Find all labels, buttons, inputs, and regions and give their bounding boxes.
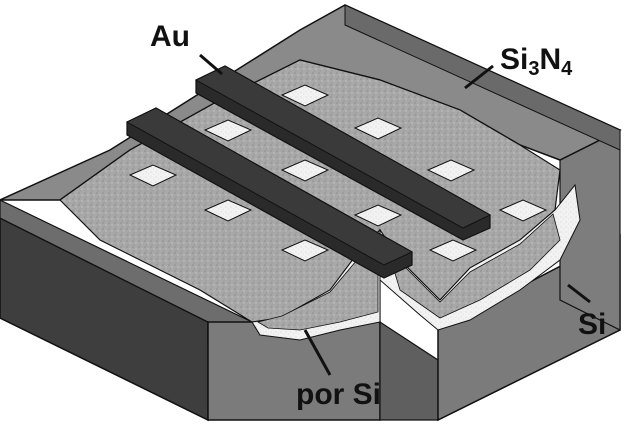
porous-si-section-right-inner	[384, 213, 561, 319]
si3n4-label-sub4: 4	[561, 58, 573, 80]
por-si-label-text: por Si	[296, 378, 382, 411]
window-7	[426, 159, 476, 182]
si3n4-label: Si3N4	[500, 43, 573, 80]
window-10	[498, 199, 548, 222]
si3n4-label-n: N	[539, 43, 562, 76]
si3n4-label-si: Si	[500, 43, 529, 76]
window-3	[128, 164, 178, 187]
window-11	[428, 239, 478, 262]
au-label-text: Au	[150, 20, 190, 53]
au-label: Au	[150, 22, 190, 52]
si3n4-edge-right	[344, 4, 621, 151]
window-4	[353, 117, 403, 140]
si-label-text: Si	[578, 308, 607, 341]
si-leader-line	[567, 283, 591, 304]
window-8	[353, 204, 403, 227]
window-5	[280, 159, 330, 182]
window-6	[203, 199, 253, 222]
si3n4-windows	[128, 84, 548, 262]
por-si-leader-line	[303, 329, 332, 376]
window-9	[280, 239, 330, 262]
au-stripe-1	[194, 65, 492, 241]
si3n4-label-sub3: 3	[528, 58, 540, 80]
window-1	[280, 84, 330, 107]
au-stripe-2	[125, 107, 414, 279]
window-2	[203, 119, 253, 142]
au-leader-line	[199, 53, 223, 76]
si-label: Si	[578, 310, 606, 340]
si3n4-leader-line	[464, 64, 494, 90]
por-si-label: por Si	[296, 380, 381, 410]
